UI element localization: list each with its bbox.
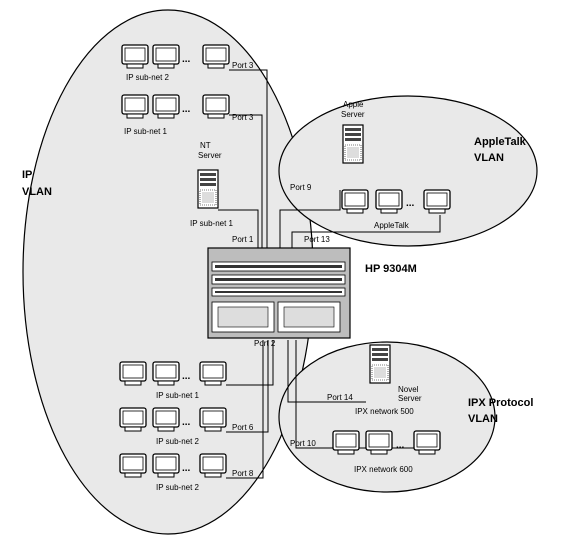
computer-icon [332,430,360,455]
computer-icon [423,189,451,214]
ellipsis: ... [406,198,415,209]
port-9-label: Port 9 [290,183,312,192]
nt-server-icon [197,169,219,209]
computer-icon [119,361,147,386]
nt-subnet-label: IP sub-net 1 [190,219,234,228]
ipx-600-label: IPX network 600 [354,465,413,474]
apple-server-label-1: Apple [343,100,364,109]
novell-server-icon [369,344,391,384]
ellipsis: ... [396,440,405,451]
port-10-label: Port 10 [290,439,316,448]
ipx-vlan-label-2: VLAN [468,413,498,425]
nt-server-label-1: NT [200,141,211,150]
ipx-vlan-label-1: IPX Protocol [468,397,533,409]
computer-icon [121,44,149,69]
ip-subnet-1-top-group: ... [121,94,230,119]
apple-server-label-2: Server [341,110,365,119]
ip-subnet-2-mid-group: ... [119,407,227,432]
hp-9304m-switch [207,247,351,339]
computer-icon [375,189,403,214]
computer-icon [152,453,180,478]
ip-vlan-label-1: IP [22,169,32,181]
computer-icon [413,430,441,455]
computer-icon [152,94,180,119]
computer-icon [199,407,227,432]
computer-icon [152,44,180,69]
appletalk-vlan-label-2: VLAN [474,152,504,164]
ellipsis: ... [182,54,191,65]
connection-lines [218,69,441,479]
ellipsis: ... [182,104,191,115]
ip-vlan-label-2: VLAN [22,186,52,198]
computer-icon [152,407,180,432]
computer-icon [202,44,230,69]
port-2-label: Port 2 [254,339,276,348]
switch-label: HP 9304M [365,263,417,275]
ellipsis: ... [182,371,191,382]
ip-subnet-2-bottom-group: ... [119,453,227,478]
computer-icon [365,430,393,455]
appletalk-computers-group: ... [341,189,451,214]
appletalk-label: AppleTalk [374,221,410,230]
ellipsis: ... [182,417,191,428]
ip-subnet-2-bottom-label: IP sub-net 2 [156,483,200,492]
novell-server-label-2: Server [398,394,422,403]
port-1-label: Port 1 [232,235,254,244]
port-6-label: Port 6 [232,423,254,432]
port-8-label: Port 8 [232,469,254,478]
ipx-500-label: IPX network 500 [355,407,414,416]
port-3-top-label: Port 3 [232,61,254,70]
port-13-label: Port 13 [304,235,330,244]
computer-icon [152,361,180,386]
nt-server-label-2: Server [198,151,222,160]
ipx-vlan-ellipse [278,341,496,493]
computer-icon [121,94,149,119]
novell-server-label-1: Novel [398,385,419,394]
ellipsis: ... [182,463,191,474]
ipx-600-computers-group: ... [332,430,441,455]
computer-icon [202,94,230,119]
apple-server-icon [342,124,364,164]
appletalk-vlan-label-1: AppleTalk [474,136,527,148]
computer-icon [199,453,227,478]
ip-subnet-1-top-label: IP sub-net 1 [124,127,168,136]
ip-subnet-2-top-label: IP sub-net 2 [126,73,170,82]
computer-icon [119,407,147,432]
port-3-label: Port 3 [232,113,254,122]
ip-subnet-1-bottom-label: IP sub-net 1 [156,391,200,400]
port-14-label: Port 14 [327,393,353,402]
ip-subnet-2-top-group: ... [121,44,230,69]
computer-icon [341,189,369,214]
computer-icon [199,361,227,386]
computer-icon [119,453,147,478]
ip-subnet-2-mid-label: IP sub-net 2 [156,437,200,446]
ip-subnet-1-bottom-group: ... [119,361,227,386]
